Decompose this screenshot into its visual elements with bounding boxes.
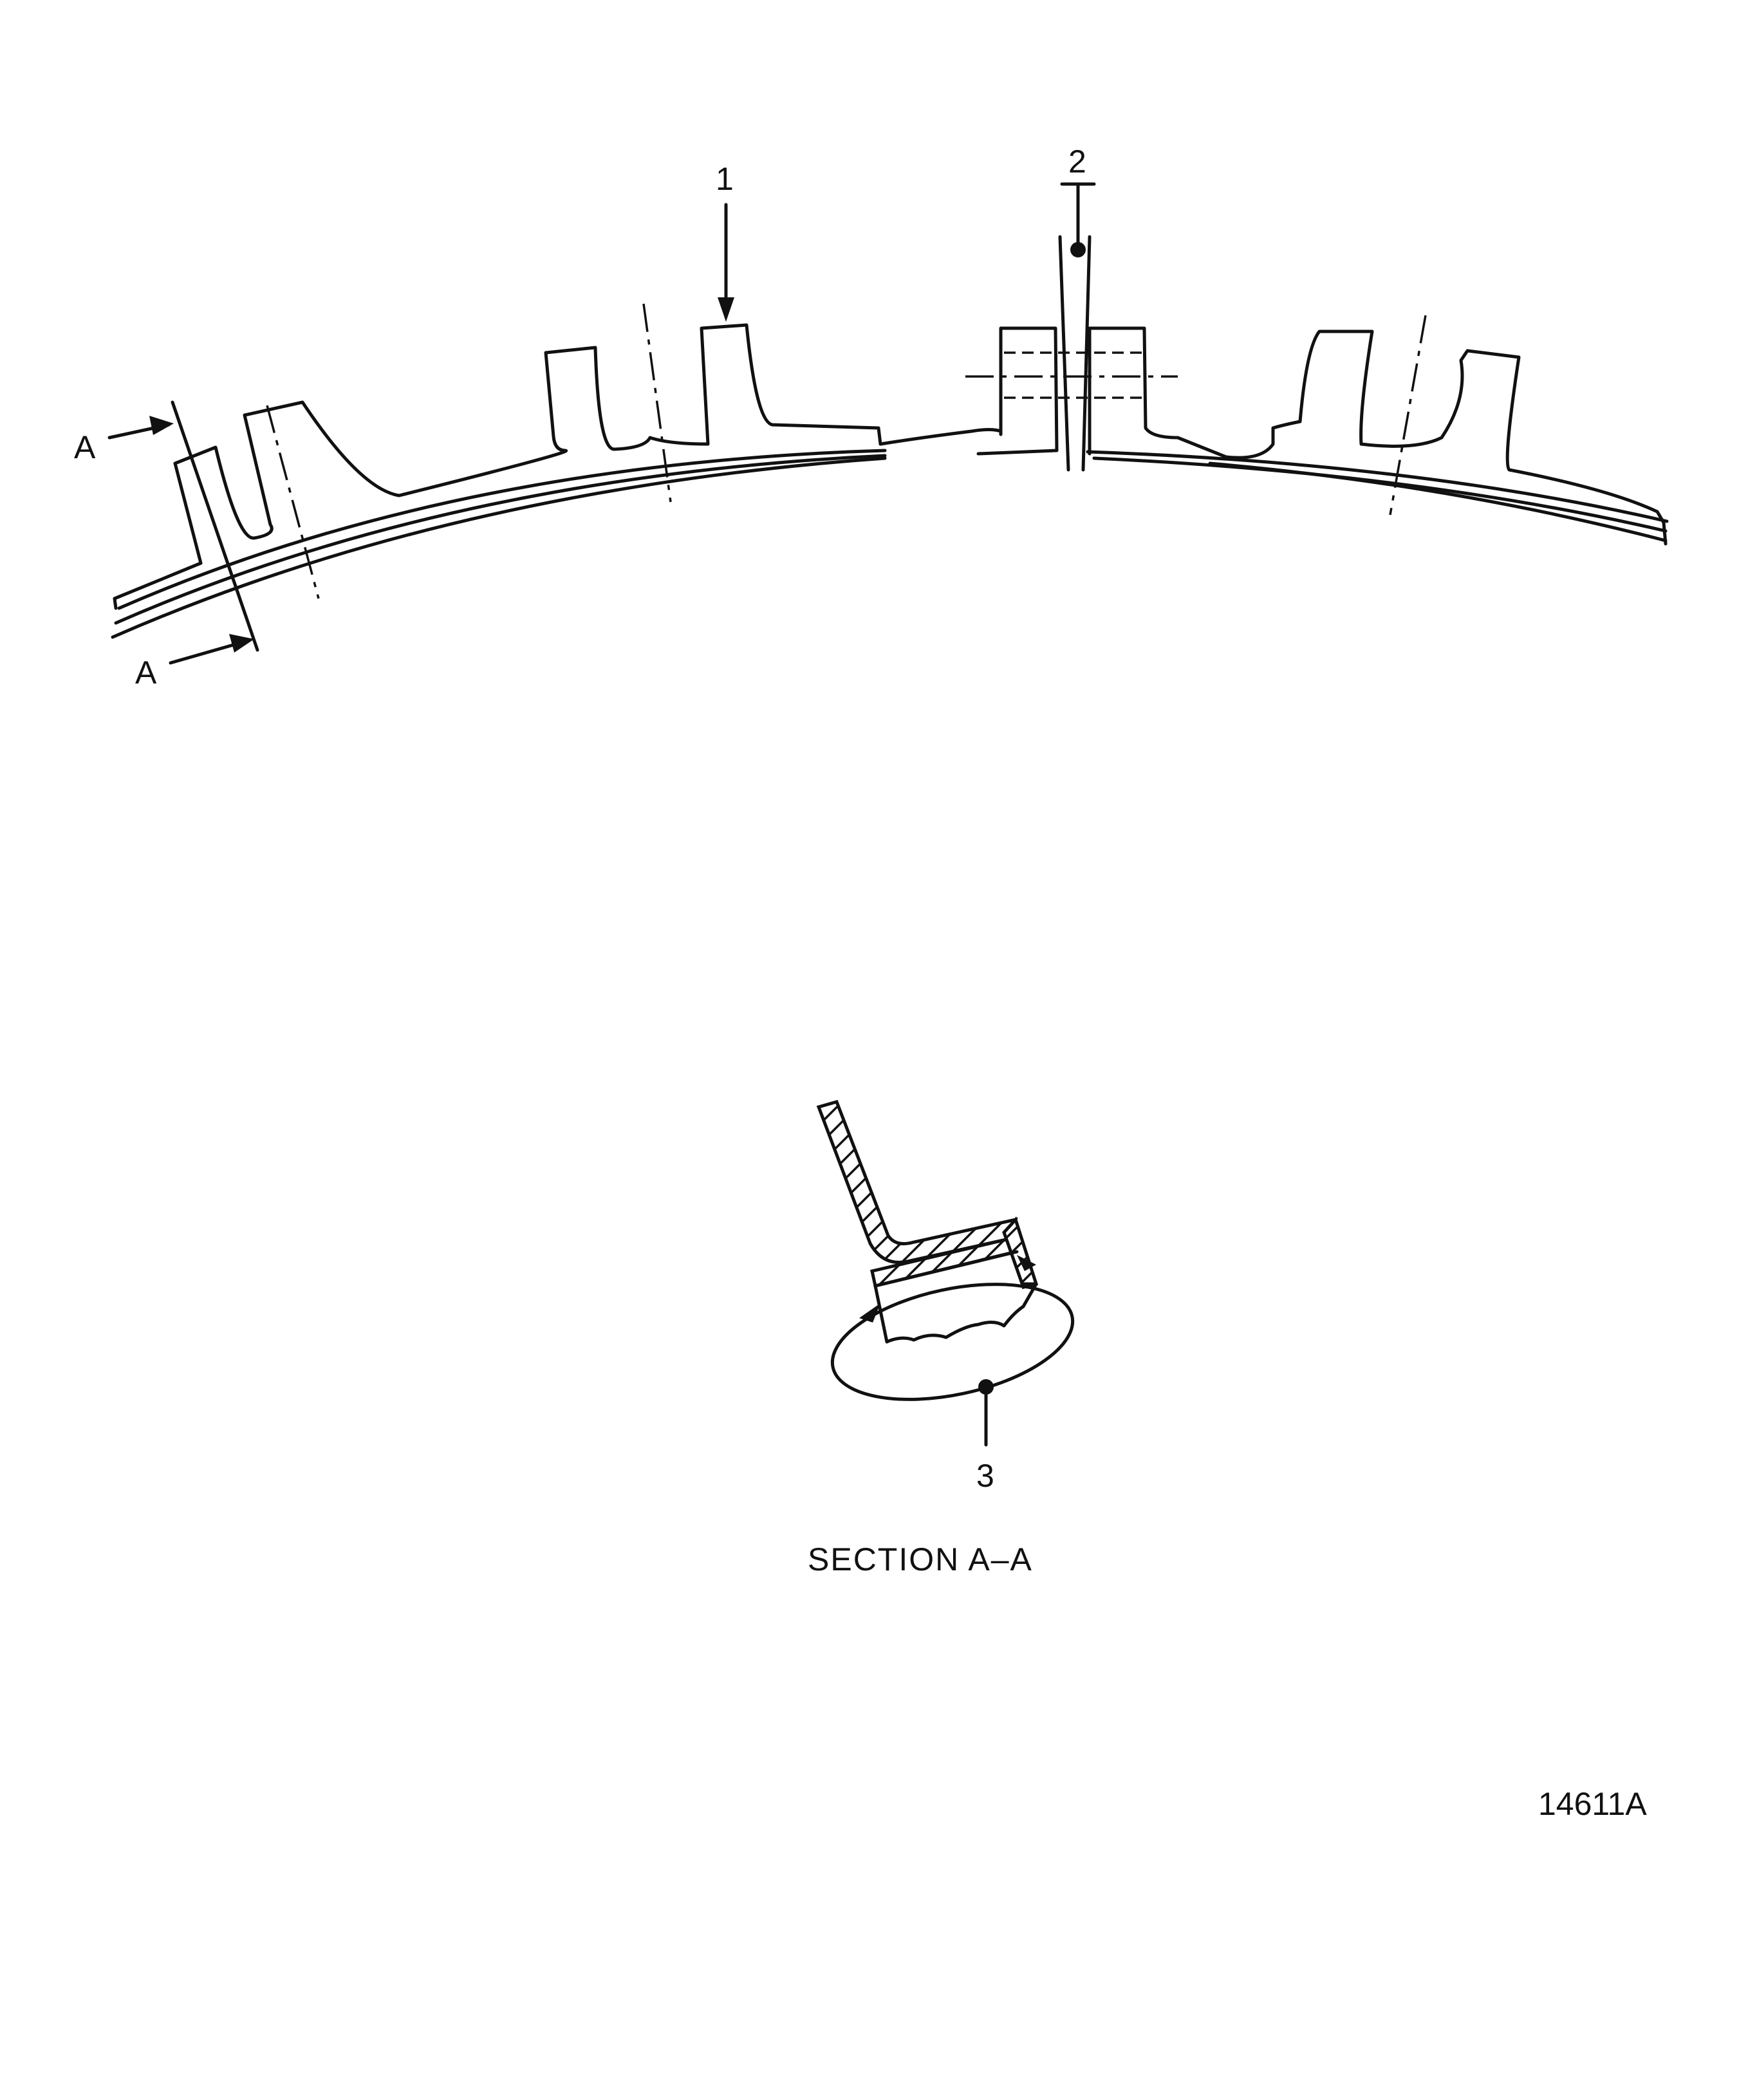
section-cut-line	[171, 400, 259, 652]
ring-segment-view	[111, 235, 1669, 652]
center-block-left	[976, 326, 1059, 456]
section-detail	[816, 1099, 1075, 1447]
centerline-tooth-3	[1389, 315, 1427, 516]
section-mark-upper: A	[74, 429, 96, 465]
ellipse-arrow-left	[859, 1303, 880, 1323]
section-arrow-upper	[107, 416, 174, 440]
ellipse-arrow-right	[1017, 1255, 1036, 1271]
callout-label-2: 2	[1068, 144, 1086, 180]
center-transition-left	[879, 428, 1003, 446]
ring-base-curve-left-inner	[114, 454, 887, 625]
right-segment-profile	[1224, 330, 1668, 546]
ring-base-curve-right-inner	[1092, 456, 1668, 533]
section-arrow-lower	[169, 634, 254, 665]
left-segment-profile	[113, 323, 882, 610]
center-block-right	[1088, 326, 1228, 459]
detail-ellipse	[830, 1283, 1075, 1401]
callout-label-1: 1	[716, 161, 734, 197]
callout-label-3: 3	[976, 1458, 994, 1494]
hatched-wall	[816, 1099, 1018, 1264]
ring-base-curve-left	[117, 449, 887, 610]
section-title: SECTION A–A	[808, 1541, 1033, 1577]
callout-1	[718, 203, 734, 322]
centerline-tooth-2	[642, 303, 672, 503]
seal-block-top	[873, 1250, 1019, 1288]
callout-2	[1060, 182, 1096, 257]
ring-base-curve-right-bottom	[1208, 461, 1668, 543]
ring-base-curve-left-bottom	[111, 456, 887, 639]
figure-number: 14611A	[1538, 1786, 1647, 1822]
section-mark-lower: A	[135, 655, 157, 691]
seal-block	[873, 1282, 1038, 1344]
centerline-tooth-1	[266, 405, 320, 599]
